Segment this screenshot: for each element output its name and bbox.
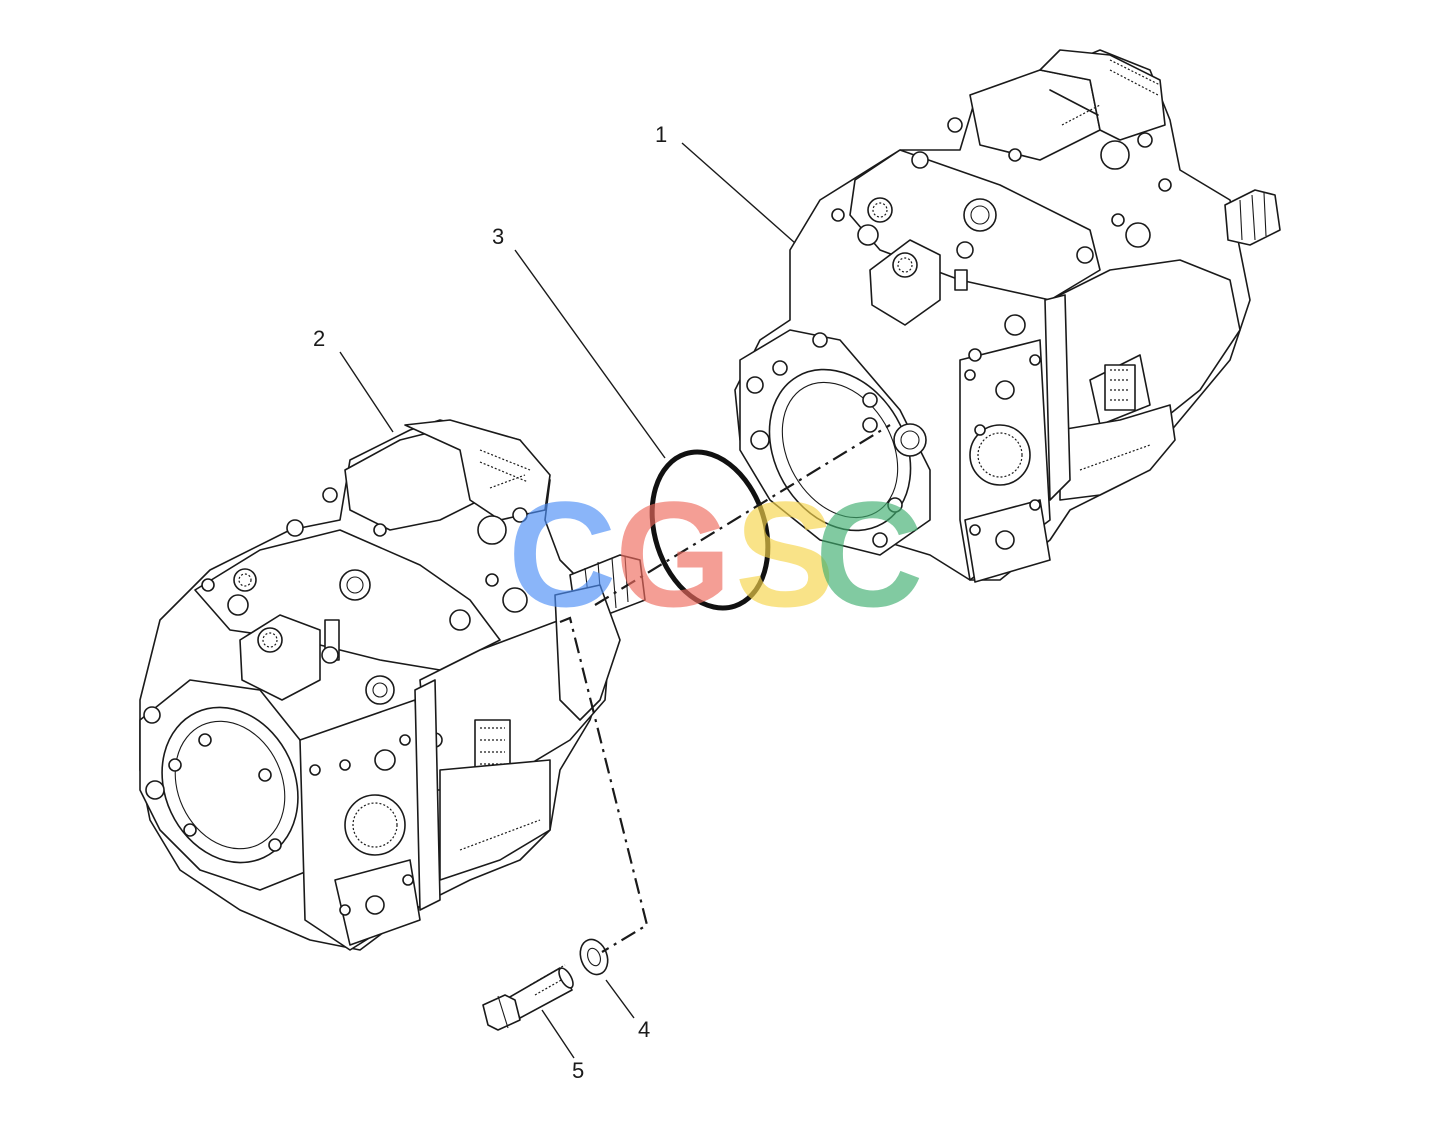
watermark-letter-3: S [735, 470, 835, 638]
watermark-logo: C G S C [508, 470, 923, 638]
bolt-5 [482, 964, 574, 1031]
pump-1 [734, 49, 1281, 583]
o-ring-3 [649, 449, 771, 611]
leader-lines [339, 142, 796, 1059]
watermark-letter-1: C [508, 470, 616, 638]
watermark-letter-4: C [815, 470, 923, 638]
callout-4: 4 [638, 1017, 650, 1042]
callout-2: 2 [313, 326, 325, 351]
pump-2 [139, 419, 646, 951]
callout-3: 3 [492, 224, 504, 249]
assembly-centerlines [559, 424, 891, 953]
callout-5: 5 [572, 1058, 584, 1083]
washer-4 [579, 938, 609, 976]
callout-1: 1 [655, 122, 667, 147]
watermark-letter-2: G [615, 470, 732, 638]
